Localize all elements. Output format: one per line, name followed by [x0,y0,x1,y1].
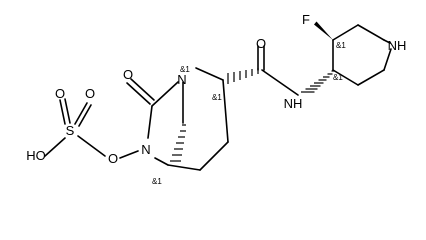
bond-urea-o-b [130,78,155,101]
bond-c4-nh-hash [301,70,335,93]
bond-c1-n1 [383,39,391,44]
bond-n1-c2 [383,48,392,71]
stereo-label-layer: &1 &1 &1 &1 &1 [152,41,346,186]
bond-s-ho [44,137,66,157]
stereo-label-fluoro-carbon: &1 [336,41,346,50]
stereo-label-alpha-carbon: &1 [212,93,222,102]
chemical-structure: F NH O NH N O N O S O O HO &1 &1 &1 &1 &… [26,12,406,186]
bond-s-o-left-b [64,98,71,124]
sulfonyl-oxygen-right-label: O [85,86,95,101]
oxy-link-label: O [108,151,118,166]
fluorine-label: F [302,12,310,27]
bond-urea-o-a [126,82,151,105]
stereo-label-amine-carbon: &1 [333,73,343,82]
bond-ch2-ch2 [199,141,229,171]
bond-layer [44,21,392,171]
bond-c6-c1 [357,24,385,41]
bond-s-o-right-a [74,102,88,125]
amide-nh-label: NH [284,96,303,111]
bond-c5-c6 [332,24,359,41]
bond-alpha-nbridge [195,67,224,81]
bond-urea-c-nurea [147,105,153,139]
bond-c5-f-wedge [314,21,333,40]
hydroxyl-label: HO [26,148,46,163]
urea-oxygen-label: O [123,67,133,82]
amide-oxygen-label: O [256,36,266,51]
bond-s-o-left-a [59,99,66,125]
bridgehead-nitrogen-label: N [177,72,186,87]
bond-o-s [77,135,106,157]
sulfur-label: S [66,123,75,138]
atom-label-layer: F NH O NH N O N O S O O HO [26,12,406,166]
bond-nbridge-urea-c [151,81,179,107]
piperidine-nh-label: NH [388,38,407,53]
bond-c2-c3 [357,69,385,86]
bond-methylene-bridgehead-hash [170,124,186,162]
urea-nitrogen-label: N [141,142,150,157]
stereo-label-bridgehead-nitrogen: &1 [180,65,190,74]
sulfonyl-oxygen-left-label: O [55,86,65,101]
bond-nurea-o [119,150,139,159]
bond-c3-c4 [332,69,359,86]
bond-carbonyl-alpha-hash [227,68,259,84]
bond-alpha-ch2 [222,79,229,143]
stereo-label-bridgehead-carbon: &1 [152,177,162,186]
bond-nurea-bridgehead [154,157,169,166]
bond-ch2-bridgehead [167,164,201,171]
bond-s-o-right-b [78,104,92,127]
bond-nh-carbonyl [261,69,299,96]
